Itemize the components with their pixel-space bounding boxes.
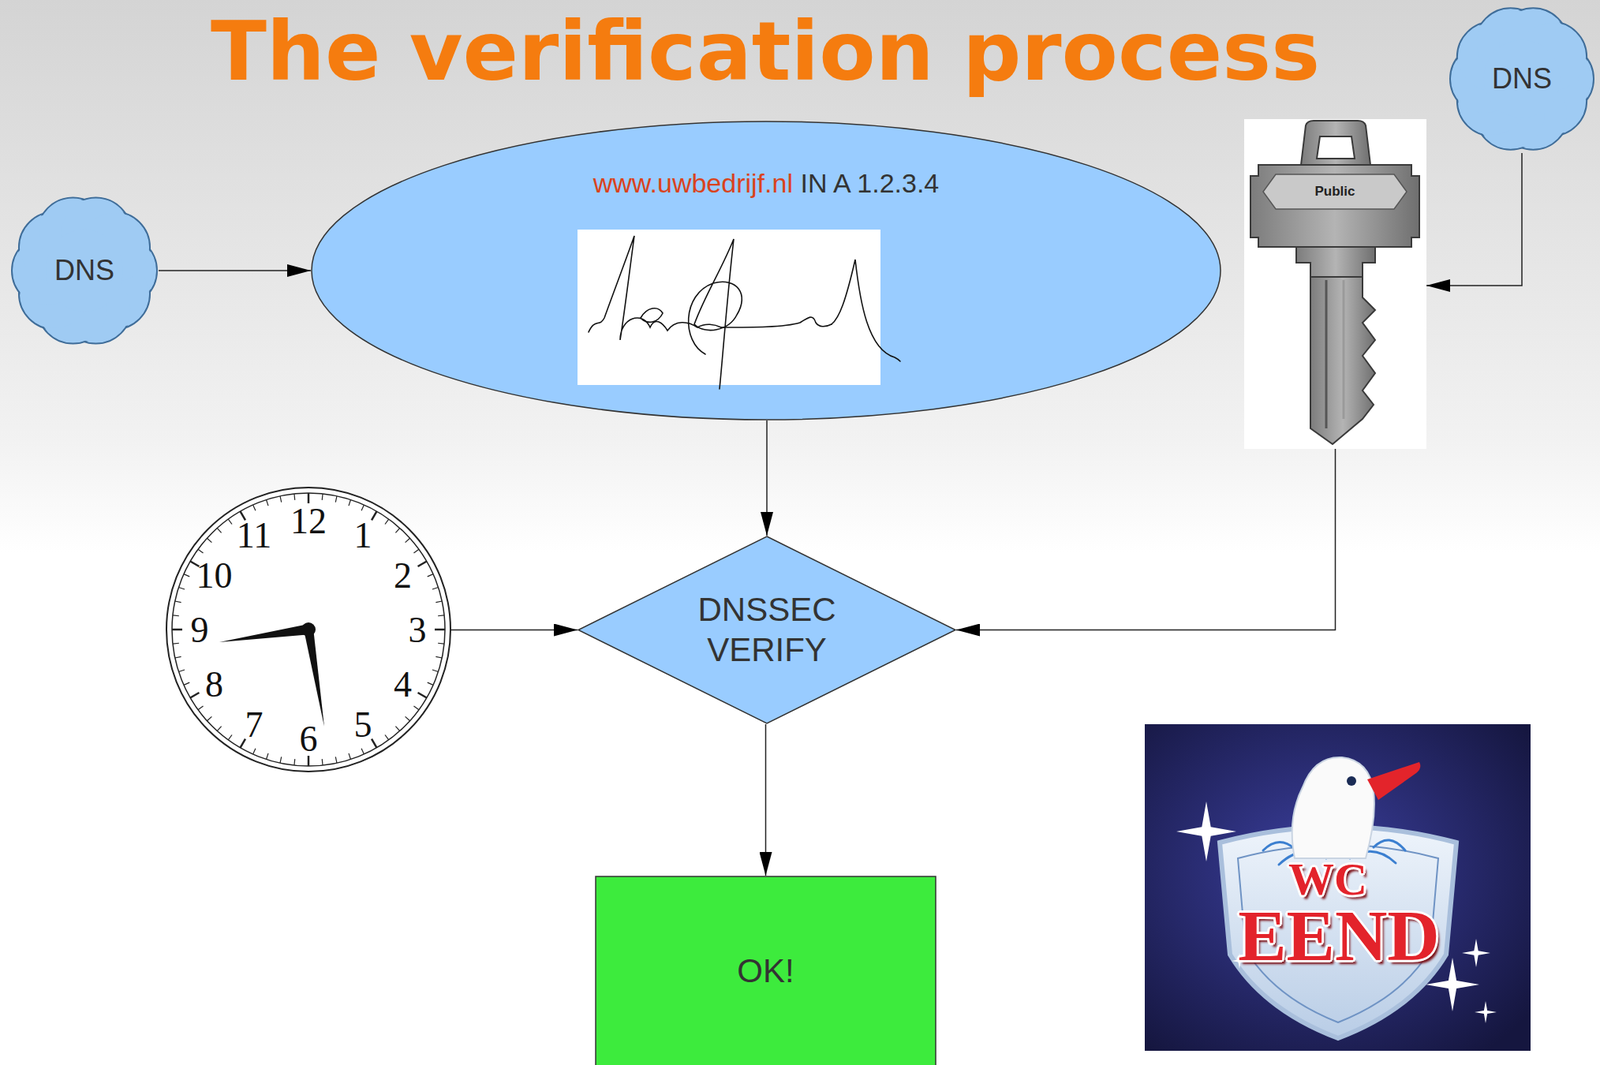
connector-arrow	[1426, 153, 1522, 286]
ellipse-outline	[310, 120, 1222, 421]
clock-number: 3	[408, 609, 427, 651]
clock-number: 9	[190, 609, 210, 651]
decision-label: DNSSEC VERIFY	[697, 590, 836, 670]
public-key: Public	[1244, 119, 1427, 449]
key-picture	[1244, 119, 1427, 449]
clock-number: 2	[393, 554, 412, 597]
brand-logo: WCEEND	[1144, 724, 1531, 1051]
connector-arrow	[956, 448, 1336, 631]
clock-number: 4	[393, 663, 412, 706]
domain-name: www.uwbedrijf.nl	[593, 168, 793, 199]
connector-arrow	[158, 269, 311, 272]
connector-arrow	[766, 420, 768, 536]
clock-number: 11	[236, 514, 272, 557]
result-label: OK!	[736, 951, 794, 991]
clock-number: 6	[299, 717, 318, 760]
clock: 12 12 3 45678 9 1011	[165, 486, 452, 773]
dns-cloud: DNS	[10, 194, 159, 348]
cloud-label: DNS	[54, 253, 115, 288]
logo-word-large: EEND	[1237, 893, 1440, 978]
clock-number: 8	[205, 663, 224, 706]
clock-number: 10	[195, 554, 232, 597]
connector-arrow	[451, 629, 578, 632]
result-box: OK!	[594, 875, 937, 1065]
clock-number: 1	[354, 514, 373, 557]
clock-number: 12	[290, 500, 327, 543]
diamond-outline	[577, 535, 957, 725]
connector-arrow	[765, 724, 767, 876]
clock-number: 5	[354, 702, 373, 745]
key-label: Public	[1314, 183, 1355, 200]
decision-diamond: DNSSEC VERIFY	[577, 535, 957, 725]
title: The verification process	[0, 3, 1531, 100]
dns-cloud: DNS	[1448, 4, 1596, 154]
record-ellipse: www.uwbedrijf.nlIN A 1.2.3.4	[310, 120, 1222, 421]
record-data: IN A 1.2.3.4	[800, 168, 939, 199]
cloud-label: DNS	[1491, 61, 1552, 96]
record-line: www.uwbedrijf.nlIN A 1.2.3.4	[310, 168, 1222, 199]
clock-number: 7	[245, 702, 264, 745]
